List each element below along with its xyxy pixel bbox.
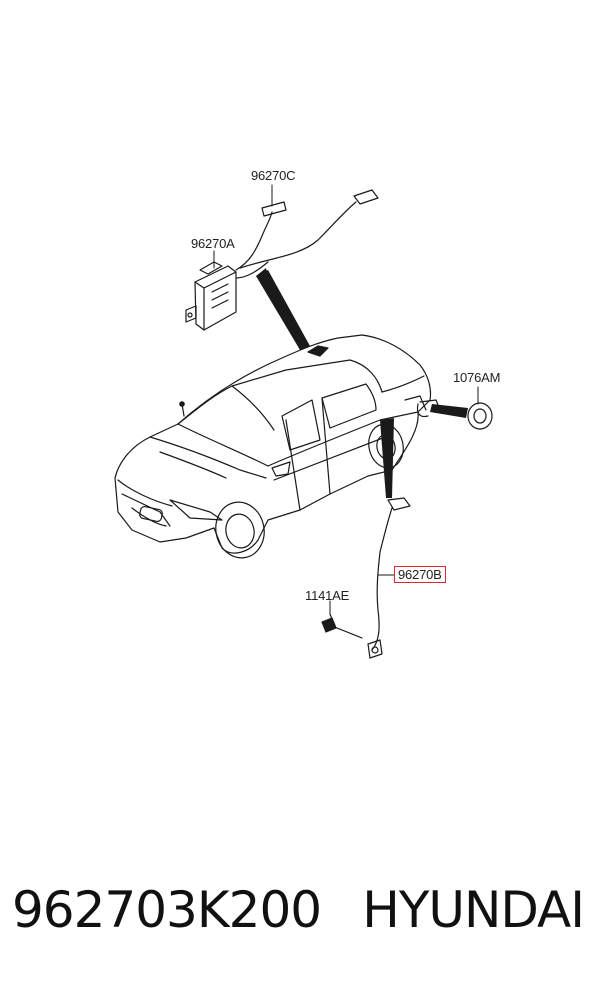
car-illustration [114, 334, 432, 559]
callout-96270C: 96270C [251, 168, 296, 183]
clip-1141AE [321, 613, 363, 639]
cable-96270C [235, 189, 379, 279]
callout-1141AE: 1141AE [305, 588, 350, 603]
callout-96270A: 96270A [191, 236, 235, 251]
part-number: 962703K200 [12, 881, 322, 939]
brand-name: HYUNDAI [362, 881, 585, 939]
module-96270A [185, 261, 237, 331]
cable-96270B [367, 497, 411, 659]
callout-96270B-highlighted: 96270B [394, 566, 446, 583]
callout-1076AM: 1076AM [453, 370, 501, 385]
pointer-arrows [256, 268, 468, 498]
leader-lines [213, 184, 479, 615]
